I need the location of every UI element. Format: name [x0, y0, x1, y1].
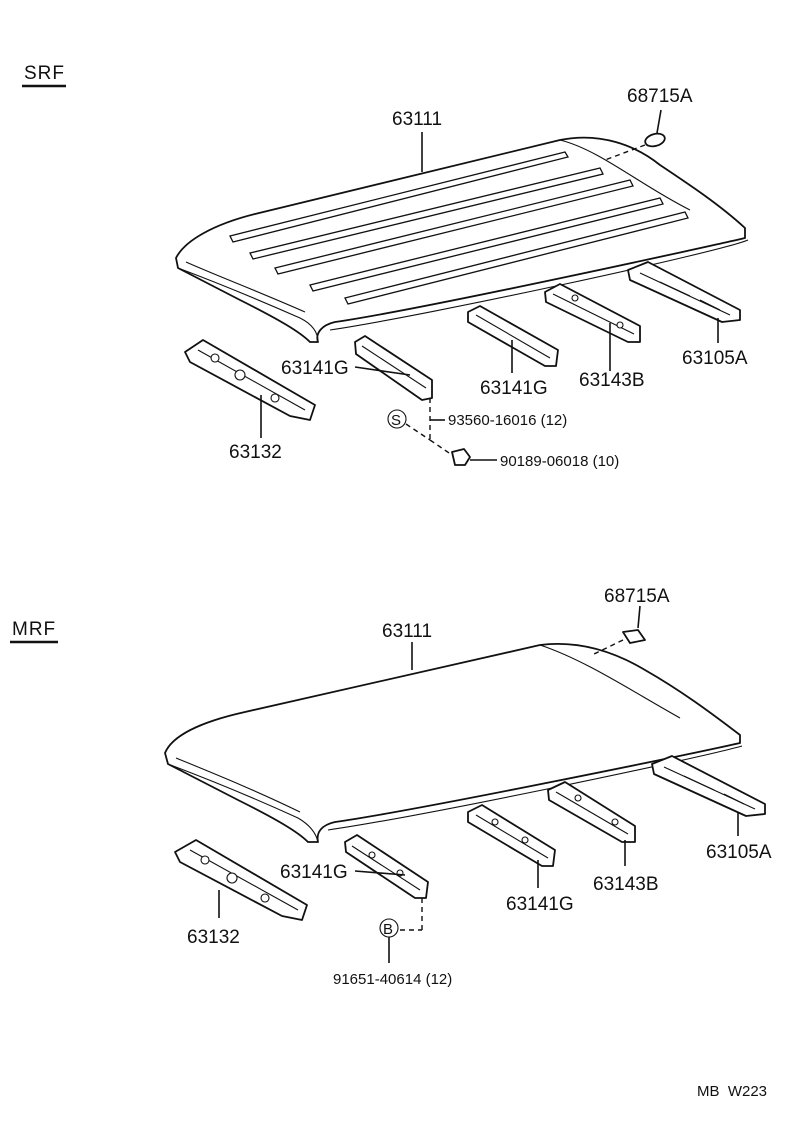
srf-screw-93560: S 93560-16016 (12) — [387, 409, 567, 441]
srf-roof-bow-front-63141g: 63141G — [281, 335, 433, 440]
srf-roof-panel — [175, 136, 749, 343]
srf-emblem-68715a: 68715A — [604, 86, 693, 161]
mrf-roof-panel-callout: 63111 — [382, 621, 432, 670]
srf-label-63132: 63132 — [229, 442, 282, 463]
srf-label-93560: 93560-16016 (12) — [448, 412, 567, 429]
mrf-label-63105a: 63105A — [706, 842, 772, 863]
srf-rear-header-63105a: 63105A — [627, 261, 748, 369]
srf-label-63143b: 63143B — [579, 370, 645, 391]
mrf-label-63141g-front: 63141G — [280, 862, 348, 883]
srf-roof-panel-callout: 63111 — [392, 109, 442, 172]
srf-label-63141g-front: 63141G — [281, 358, 349, 379]
mrf-label-63143b: 63143B — [593, 874, 659, 895]
mrf-roof-bow-mid-63141g: 63141G — [467, 804, 574, 915]
srf-section: SRF 68715A 63111 — [22, 63, 749, 470]
mrf-emblem-68715a: 68715A — [591, 586, 670, 656]
srf-roof-bow-63143b: 63143B — [544, 283, 645, 391]
srf-label-90189: 90189-06018 (10) — [500, 453, 619, 470]
srf-section-label: SRF — [24, 63, 65, 84]
mrf-section-label: MRF — [12, 619, 56, 640]
srf-roof-bow-mid-63141g: 63141G — [467, 305, 559, 399]
mrf-label-91651: 91651-40614 (12) — [333, 971, 452, 988]
mrf-roof-bow-63143b: 63143B — [547, 781, 659, 895]
mrf-roof-bow-front-63141g: 63141G — [280, 834, 429, 931]
srf-label-68715a: 68715A — [627, 86, 693, 107]
srf-front-header-63132: 63132 — [184, 339, 316, 463]
srf-nut-90189: 90189-06018 (10) — [429, 439, 619, 470]
mrf-label-63141g-mid: 63141G — [506, 894, 574, 915]
mrf-label-68715a: 68715A — [604, 586, 670, 607]
mrf-bolt-symbol: B — [383, 921, 393, 938]
srf-screw-symbol: S — [391, 412, 401, 429]
srf-label-63111: 63111 — [392, 109, 442, 130]
mrf-label-63132: 63132 — [187, 927, 240, 948]
diagram-code: MB W223 — [697, 1083, 767, 1100]
mrf-front-header-63132: 63132 — [174, 839, 308, 948]
mrf-roof-panel — [164, 642, 743, 843]
srf-label-63105a: 63105A — [682, 348, 748, 369]
srf-label-63141g-mid: 63141G — [480, 378, 548, 399]
mrf-section: MRF 68715A 63111 — [10, 586, 772, 988]
mrf-label-63111: 63111 — [382, 621, 432, 642]
mrf-rear-header-63105a: 63105A — [651, 755, 772, 863]
mrf-bolt-91651: B 91651-40614 (12) — [333, 918, 452, 988]
